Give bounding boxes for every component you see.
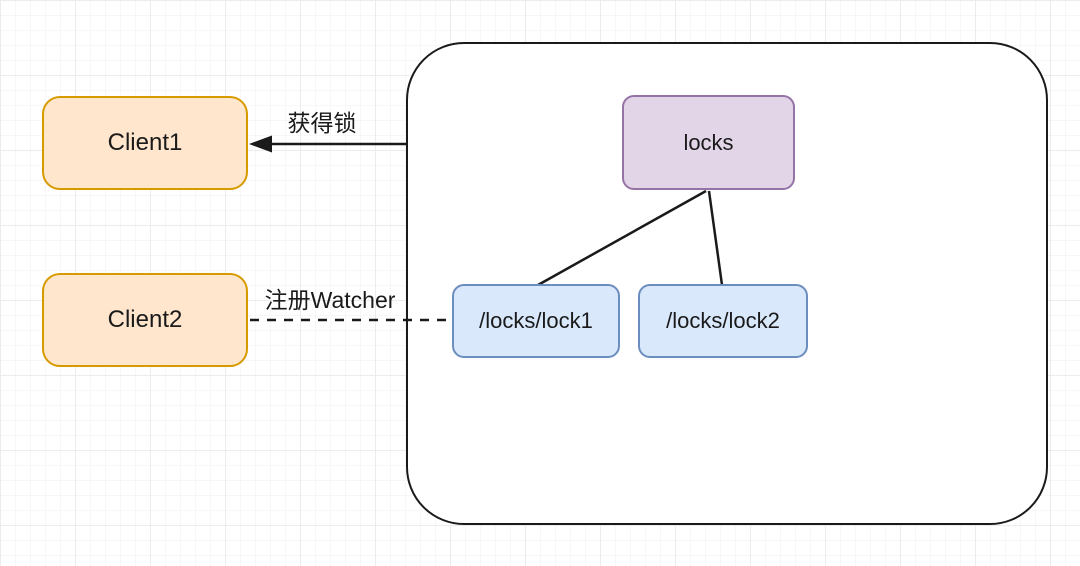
- node-client1-label: Client1: [107, 129, 183, 156]
- node-locks-lock2: /locks/lock2: [638, 284, 808, 358]
- left-arrowhead-icon: [249, 135, 272, 153]
- node-locks-lock1: /locks/lock1: [452, 284, 620, 358]
- node-locks-root-label: locks: [683, 129, 734, 155]
- acquire-lock-edge-label: 获得锁: [287, 110, 357, 136]
- node-locks-lock1-label: /locks/lock1: [479, 308, 593, 333]
- node-locks-lock2-label: /locks/lock2: [666, 308, 780, 333]
- node-client2: Client2: [42, 273, 248, 367]
- node-client1: Client1: [42, 96, 248, 190]
- register-watcher-edge-label: 注册Watcher: [264, 287, 396, 313]
- node-client2-label: Client2: [107, 306, 183, 333]
- node-locks-root: locks: [622, 95, 795, 190]
